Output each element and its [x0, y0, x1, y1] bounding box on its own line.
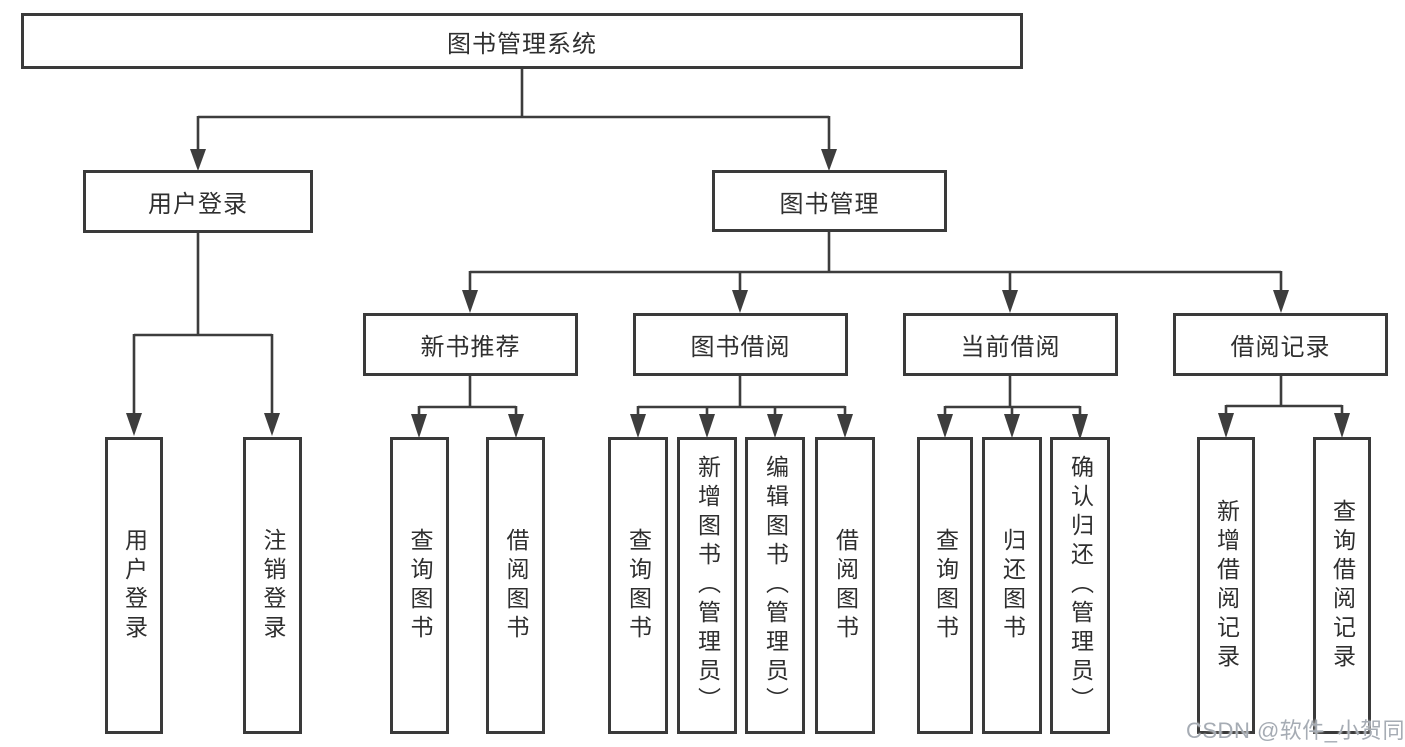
leaf-label: 新增借阅记录	[1213, 498, 1240, 673]
leaf-label: 查询借阅记录	[1329, 498, 1356, 673]
leaf-user-login: 用户登录	[105, 437, 163, 734]
leaf-borrow-books-recommend: 借阅图书	[486, 437, 545, 734]
edge-current-borrow-to-children	[937, 376, 1088, 440]
leaf-add-borrow-record: 新增借阅记录	[1197, 437, 1255, 734]
node-library-management-system: 图书管理系统	[21, 13, 1023, 69]
edge-borrow-records-to-children	[1218, 376, 1350, 438]
leaf-label: 确认归还（管理员）	[1067, 455, 1094, 716]
leaf-label: 注销登录	[260, 527, 286, 644]
leaf-query-books-borrow: 查询图书	[608, 437, 668, 734]
node-book-borrow: 图书借阅	[633, 313, 848, 376]
node-current-borrow: 当前借阅	[903, 313, 1118, 376]
leaf-query-borrow-record: 查询借阅记录	[1313, 437, 1371, 734]
node-label: 借阅记录	[1230, 334, 1331, 361]
node-label: 当前借阅	[960, 334, 1061, 361]
leaf-label: 新增图书（管理员）	[694, 455, 721, 716]
node-book-management: 图书管理	[712, 170, 947, 232]
node-borrow-records: 借阅记录	[1173, 313, 1388, 376]
edge-book-management-to-level3	[462, 232, 1289, 313]
edge-user-login-to-children	[126, 233, 280, 436]
leaf-label: 编辑图书（管理员）	[762, 455, 789, 716]
node-user-login: 用户登录	[83, 170, 313, 233]
leaf-query-books-current: 查询图书	[917, 437, 973, 734]
leaf-label: 借阅图书	[503, 527, 529, 644]
node-label: 图书借阅	[690, 334, 791, 361]
leaf-logout: 注销登录	[243, 437, 302, 734]
leaf-add-books-admin: 新增图书（管理员）	[677, 437, 737, 734]
leaf-borrow-books: 借阅图书	[815, 437, 875, 734]
edge-new-book-recommend-to-children	[411, 376, 524, 438]
node-label: 用户登录	[148, 191, 248, 218]
leaf-query-books-recommend: 查询图书	[390, 437, 449, 734]
leaf-label: 用户登录	[121, 527, 148, 644]
edge-book-borrow-to-children	[630, 376, 853, 438]
leaf-label: 查询图书	[932, 527, 959, 644]
edge-root-to-level2	[190, 69, 837, 171]
leaf-confirm-return-admin: 确认归还（管理员）	[1050, 437, 1110, 734]
leaf-label: 归还图书	[999, 527, 1026, 644]
leaf-label: 借阅图书	[832, 527, 859, 644]
leaf-edit-books-admin: 编辑图书（管理员）	[745, 437, 805, 734]
node-label: 图书管理系统	[447, 30, 597, 58]
leaf-label: 查询图书	[625, 527, 652, 644]
leaf-return-books: 归还图书	[982, 437, 1042, 734]
node-new-book-recommend: 新书推荐	[363, 313, 578, 376]
node-label: 新书推荐	[420, 334, 521, 361]
leaf-label: 查询图书	[407, 527, 433, 644]
csdn-watermark: CSDN @软件_小贺同学	[1186, 718, 1405, 743]
node-label: 图书管理	[779, 190, 880, 218]
